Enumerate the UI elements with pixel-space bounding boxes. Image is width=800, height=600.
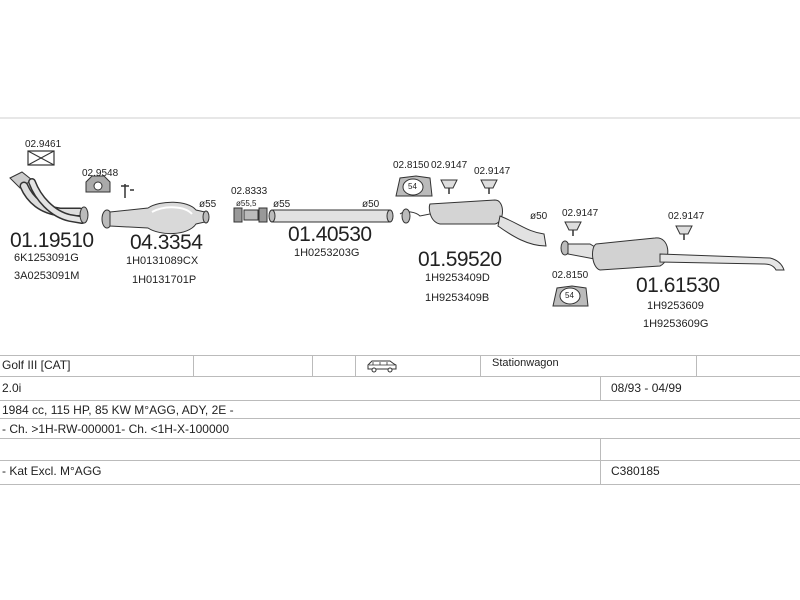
gasket-top-icon: [27, 150, 55, 166]
part-number: 01.19510: [10, 229, 94, 252]
clamp-ring-icon: [233, 207, 268, 223]
rubber-mount-d-label: 02.9147: [668, 211, 705, 222]
hanger-mid-label: 02.8150: [393, 160, 430, 171]
part-number: 01.59520: [418, 248, 502, 271]
table-divider: [193, 355, 194, 376]
vehicle-note: - Kat Excl. M°AGG: [2, 464, 102, 478]
table-divider: [600, 438, 601, 484]
diameter-label: ø55: [273, 199, 291, 210]
vehicle-body-type: Stationwagon: [492, 357, 559, 369]
diameter-label: ø55: [199, 199, 217, 210]
table-line: [0, 400, 800, 401]
part-number: 04.3354: [130, 231, 203, 254]
rubber-mount-icon: [480, 179, 498, 194]
centre-muffler-icon: [399, 199, 547, 247]
vehicle-code: C380185: [611, 464, 660, 478]
hanger-code-label: 54: [408, 182, 417, 191]
intermediate-pipe-icon: [268, 209, 394, 223]
part-ref: 1H9253409B: [425, 292, 490, 304]
table-line: [0, 484, 800, 485]
rubber-mount-a-label: 02.9147: [431, 160, 468, 171]
table-divider: [600, 376, 601, 400]
exhaust-drawing: [0, 117, 800, 307]
hanger-rear-label: 02.8150: [552, 270, 589, 281]
diameter-label: ø50: [530, 211, 548, 222]
table-divider: [312, 355, 313, 376]
bolt-icon: [121, 184, 134, 198]
part-ref: 1H9253609: [647, 300, 704, 312]
part-ref: 1H9253409D: [425, 272, 490, 284]
vehicle-engine: 2.0i: [2, 381, 22, 395]
gasket-cat-icon: [85, 175, 111, 193]
table-line: [0, 355, 800, 356]
part-ref: 6K1253091G: [14, 252, 79, 264]
rear-muffler-icon: [560, 237, 785, 271]
table-divider: [696, 355, 697, 376]
front-pipe-icon: [9, 171, 89, 224]
vehicle-model: Golf III [CAT]: [2, 358, 71, 372]
part-ref: 1H9253609G: [643, 318, 709, 330]
rubber-mount-icon: [564, 221, 582, 236]
hanger-rear-icon: [552, 285, 589, 307]
exhaust-system-diagram: 02.9461 02.9548 02.8333 02.8150 02.9147 …: [0, 117, 800, 330]
catalytic-converter-icon: [101, 201, 210, 234]
hanger-code-label: 54: [565, 291, 574, 300]
table-divider: [480, 355, 481, 376]
station-wagon-icon: [367, 360, 397, 373]
rubber-mount-c-label: 02.9147: [562, 208, 599, 219]
table-line: [0, 376, 800, 377]
gasket-cat-label: 02.9548: [82, 168, 119, 179]
table-divider: [355, 355, 356, 376]
diameter-label: ø55,5: [236, 199, 257, 208]
part-number: 01.40530: [288, 223, 372, 246]
clamp-ring-label: 02.8333: [231, 186, 268, 197]
vehicle-spec: 1984 cc, 115 HP, 85 KW M°AGG, ADY, 2E -: [2, 403, 234, 417]
table-line: [0, 418, 800, 419]
hanger-mid-icon: [395, 175, 433, 197]
table-line: [0, 438, 800, 439]
table-line: [0, 460, 800, 461]
vehicle-chassis: - Ch. >1H-RW-000001- Ch. <1H-X-100000: [2, 422, 230, 436]
diameter-label: ø50: [362, 199, 380, 210]
rubber-mount-b-label: 02.9147: [474, 166, 511, 177]
gasket-top-label: 02.9461: [25, 139, 62, 150]
part-ref: 3A0253091M: [14, 270, 80, 282]
part-ref: 1H0253203G: [294, 247, 360, 259]
rubber-mount-icon: [675, 225, 693, 240]
rubber-mount-icon: [440, 179, 458, 194]
part-ref: 1H0131701P: [132, 274, 197, 286]
part-ref: 1H0131089CX: [126, 255, 199, 267]
vehicle-years: 08/93 - 04/99: [611, 381, 682, 395]
part-number: 01.61530: [636, 274, 720, 297]
